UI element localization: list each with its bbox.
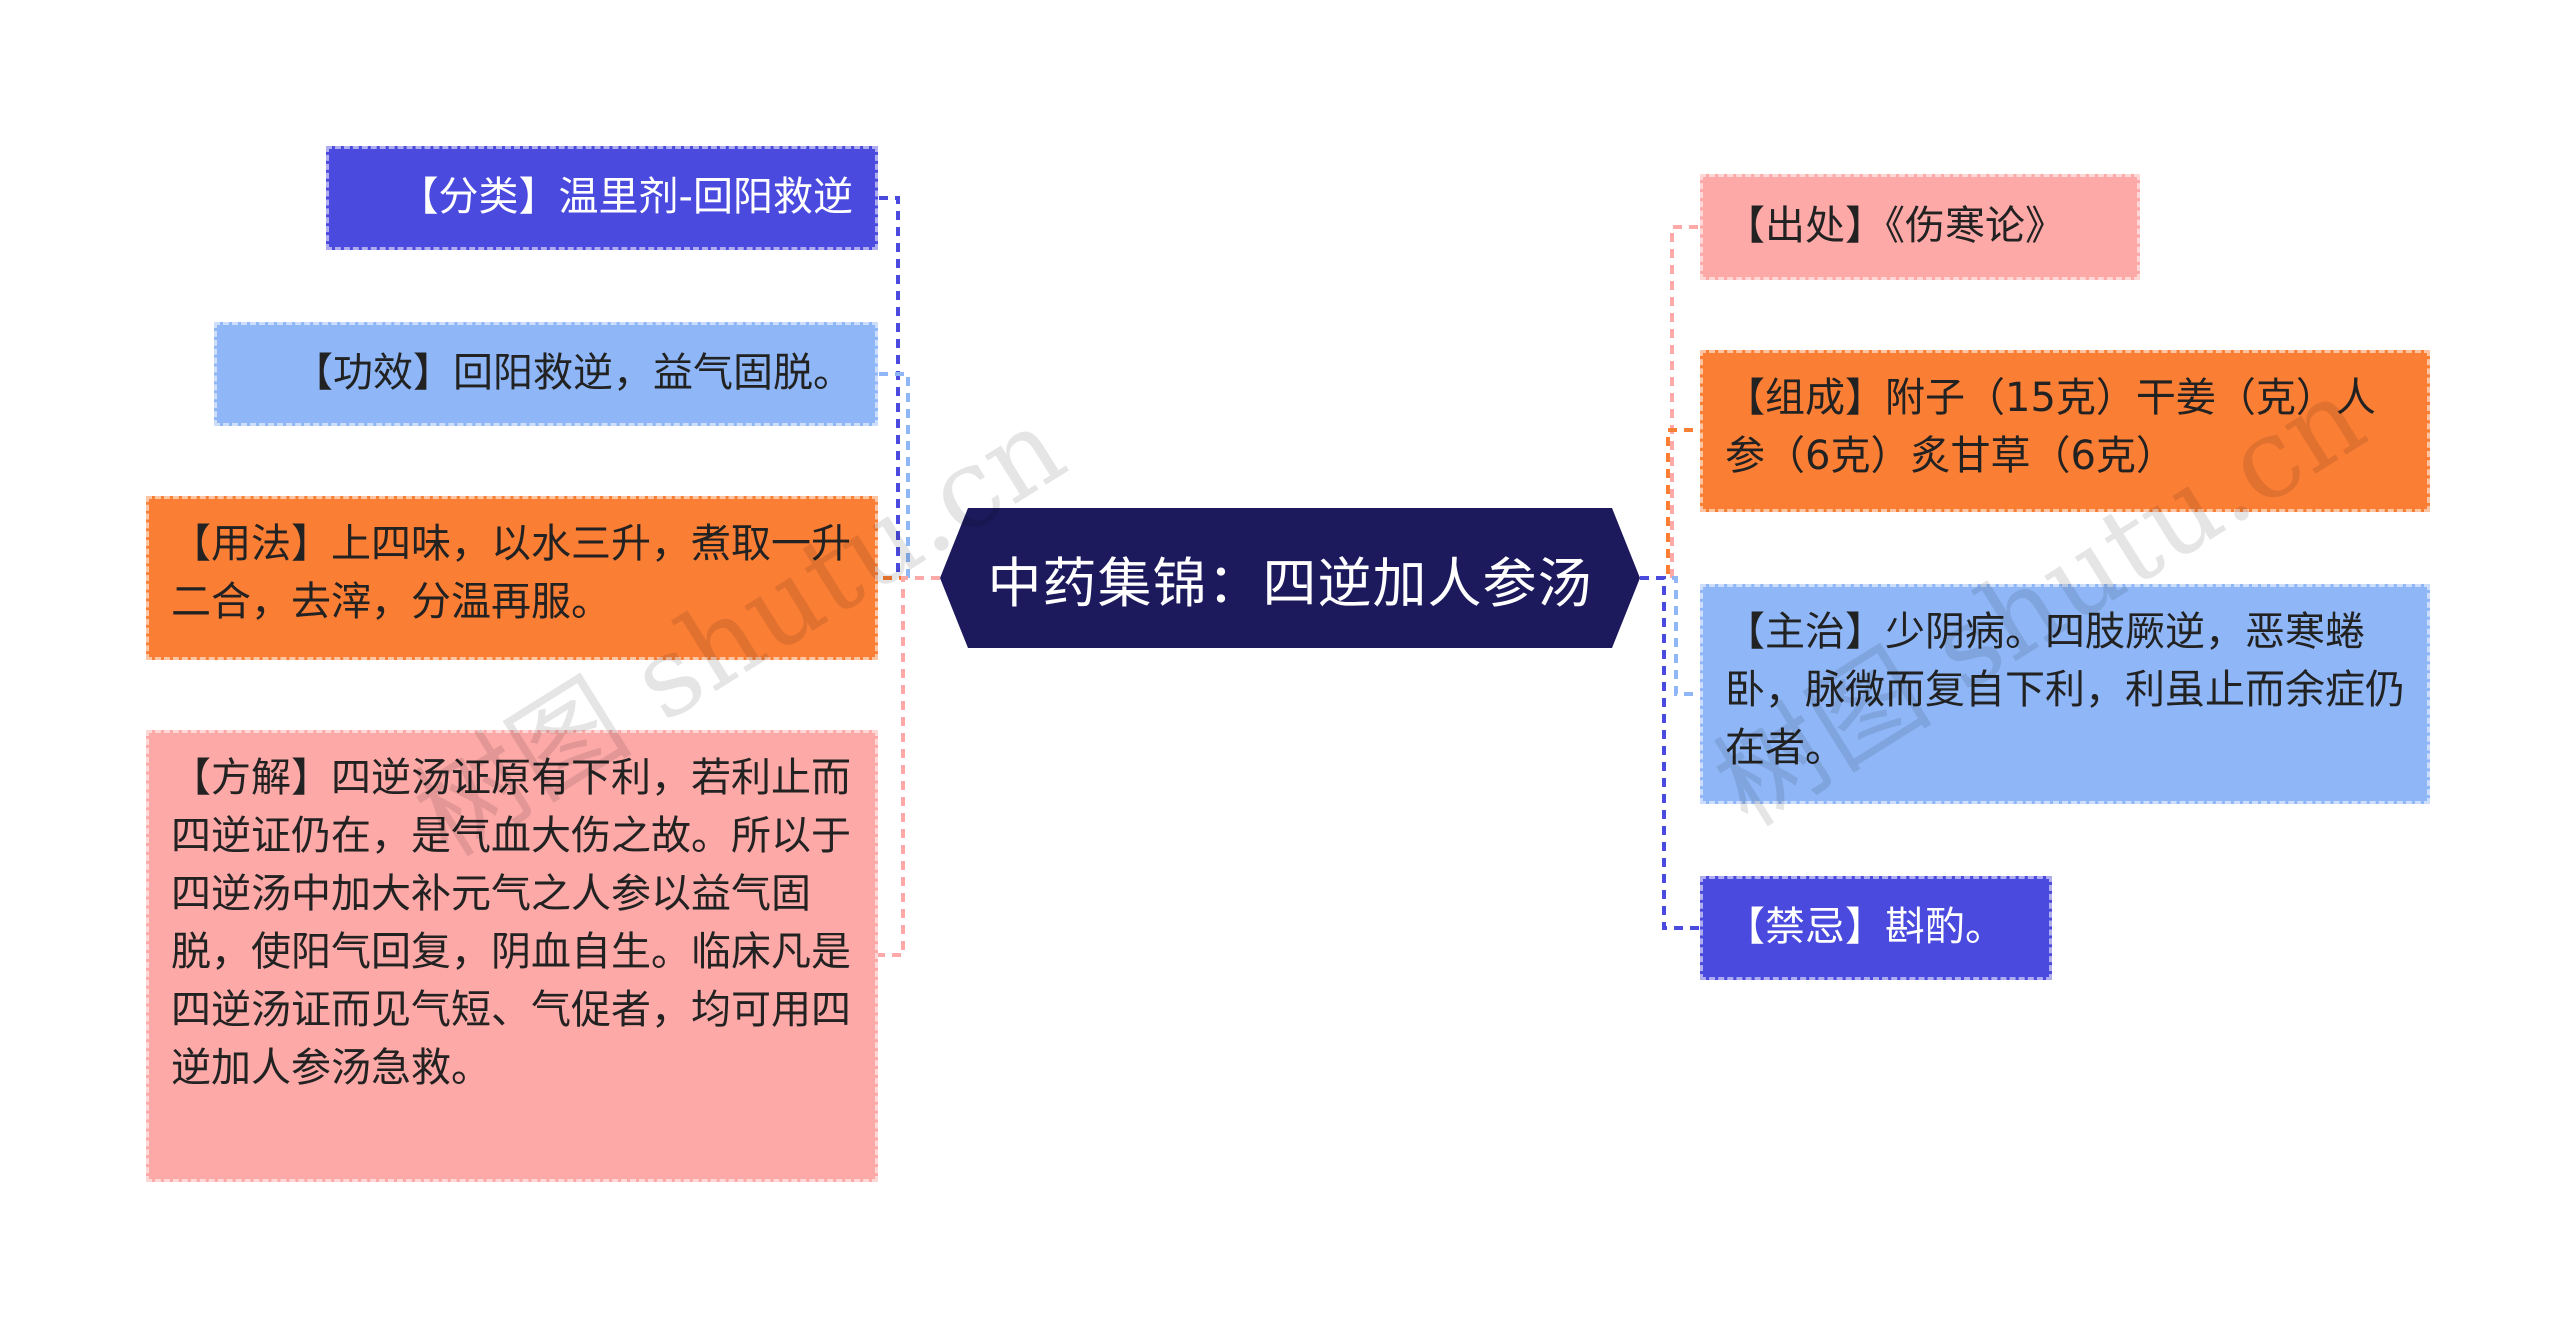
connector-composition	[1640, 428, 1700, 580]
node-explanation[interactable]: 【方解】四逆汤证原有下利，若利止而四逆证仍在，是气血大伤之故。所以于四逆汤中加大…	[146, 730, 878, 1182]
connector-contraindication	[1640, 576, 1700, 930]
node-indication[interactable]: 【主治】少阴病。四肢厥逆，恶寒蜷卧，脉微而复自下利，利虽止而余症仍在者。	[1700, 584, 2430, 804]
node-contraindication[interactable]: 【禁忌】斟酌。	[1700, 876, 2052, 980]
node-usage[interactable]: 【用法】上四味，以水三升，煮取一升二合，去滓，分温再服。	[146, 496, 878, 660]
node-composition[interactable]: 【组成】附子（15克）干姜（克）人参（6克）炙甘草（6克）	[1700, 350, 2430, 512]
connector-efficacy	[878, 372, 940, 580]
node-category[interactable]: 【分类】温里剂-回阳救逆	[326, 146, 878, 250]
node-efficacy[interactable]: 【功效】回阳救逆，益气固脱。	[214, 322, 878, 426]
connector-indication	[1640, 576, 1700, 696]
node-source[interactable]: 【出处】《伤寒论》	[1700, 174, 2140, 280]
connector-explanation	[878, 576, 940, 957]
center-topic[interactable]: 中药集锦：四逆加人参汤	[940, 508, 1640, 648]
